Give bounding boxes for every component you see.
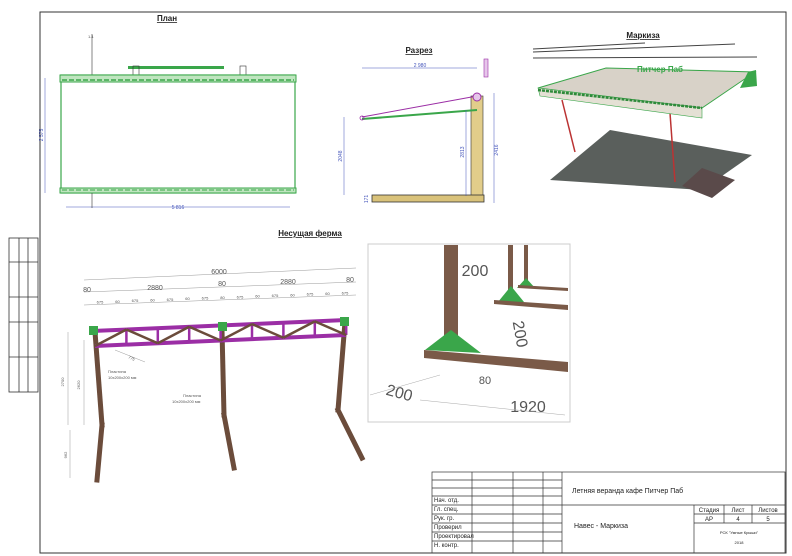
title-block-role: Нач. отд.	[434, 498, 459, 504]
truss-height-dim: 2700	[60, 377, 65, 387]
truss-height-dim: 962	[63, 451, 68, 458]
truss-module-dim: 675	[272, 293, 279, 298]
truss-module-dim: 60	[115, 299, 120, 304]
year: 2018	[735, 540, 745, 545]
truss-diag-dim: 775	[128, 354, 137, 362]
marquise-sign: Питчер Паб	[637, 65, 683, 74]
plate	[340, 317, 349, 326]
sheet-value: 4	[736, 517, 740, 523]
detail-plate-height: 200	[462, 263, 489, 280]
side-stamp	[8, 237, 39, 393]
sheets-value: 5	[766, 517, 770, 523]
stage-header: Стадия	[699, 508, 719, 514]
truss-module-dim: 60	[255, 294, 260, 299]
truss-module-dim: 60	[185, 296, 190, 301]
truss-diagonal	[282, 320, 316, 339]
organization: РСК "Умные Крыши"	[720, 530, 759, 535]
truss-module-dim: 60	[150, 297, 155, 302]
plate-size-1: 10х200х200 мм	[108, 375, 137, 380]
truss-diagonal	[251, 322, 284, 339]
truss-diagonal	[157, 325, 190, 345]
plate	[218, 322, 227, 331]
truss-diagonal	[314, 320, 347, 337]
post	[219, 327, 227, 418]
truss-module-dim: 675	[167, 297, 174, 302]
base-detail-view: 200 200 80 200 1920	[367, 243, 571, 423]
truss-module-dim: 60	[325, 291, 330, 296]
detail-plate-width: 200	[509, 320, 530, 349]
title-block	[431, 471, 786, 554]
truss-diagonal	[94, 328, 127, 348]
plate	[89, 326, 98, 335]
section-left-height: 2048	[338, 150, 344, 161]
truss-diagonal	[188, 325, 222, 342]
plan-width-dim: 5 816	[172, 205, 185, 211]
post-leg	[94, 422, 105, 483]
section-right-height: 2416	[494, 144, 500, 155]
stage-value: АР	[705, 517, 713, 523]
truss-view: 6000 2880 80 2880 80 80 675 60 675 60 675 60 6…	[60, 267, 366, 483]
truss-module-dim: 80	[220, 295, 225, 300]
sheets-header: Листов	[758, 508, 778, 514]
title-block-role: Рук. гр.	[434, 516, 454, 522]
section-view: 2 980 2048 2813 2416 171	[338, 58, 500, 204]
truss-module-dim: 675	[237, 294, 244, 299]
truss-edge-dim: 80	[83, 287, 91, 294]
section-span-dim: 2 980	[414, 63, 427, 69]
section-inner-height: 2813	[460, 146, 466, 157]
truss-half-dim: 2880	[147, 285, 163, 292]
plan-height-dim: 2 575	[39, 129, 45, 142]
plate-size-2: 10х200х200 мм	[172, 399, 201, 404]
marquise-3d-view: Питчер Паб	[532, 42, 758, 198]
truss-module-dim: 675	[202, 296, 209, 301]
truss-module-dim: 675	[132, 298, 139, 303]
truss-mid-dim: 80	[218, 281, 226, 288]
project-name: Летняя веранда кафе Питчер Паб	[572, 487, 683, 495]
truss-module-dim: 675	[97, 299, 104, 304]
marquise-title: Маркиза	[626, 31, 660, 40]
truss-diagonal	[125, 328, 159, 345]
title-block-role: Н. контр.	[434, 543, 459, 549]
truss-overall-dim: 6000	[211, 269, 227, 276]
truss-height-dim: 2620	[76, 380, 81, 390]
truss-module-dim: 60	[290, 292, 295, 297]
title-block-role: Проектировал	[434, 534, 474, 540]
sheet-header: Лист	[731, 508, 744, 514]
section-title: Разрез	[405, 46, 432, 55]
sheet-frame	[39, 11, 787, 554]
post-leg	[334, 406, 366, 462]
truss-half-dim: 2880	[280, 279, 296, 286]
detail-side-dim: 200	[384, 382, 414, 405]
truss-module-dim: 675	[342, 290, 349, 295]
sheet-name: Навес - Маркиза	[574, 523, 628, 530]
plate-label-2: Пластина	[183, 393, 202, 398]
truss-title: Несущая ферма	[278, 229, 342, 238]
title-block-role: Гл. спец.	[434, 507, 459, 513]
detail-length-dim: 1920	[510, 399, 546, 416]
post-leg	[221, 412, 237, 471]
detail-beam-dim: 80	[479, 375, 491, 387]
cut-mark: 1-1	[88, 34, 95, 39]
plan-view: 1-1 2 575 5 816	[39, 34, 297, 211]
plate-label-1: Пластина	[108, 369, 127, 374]
section-floor-dim: 171	[364, 195, 370, 204]
truss-diagonal	[220, 322, 253, 342]
plan-title: План	[157, 14, 177, 23]
title-block-role: Проверил	[434, 525, 462, 531]
truss-module-dim: 675	[307, 292, 314, 297]
truss-edge-dim: 80	[346, 277, 354, 284]
